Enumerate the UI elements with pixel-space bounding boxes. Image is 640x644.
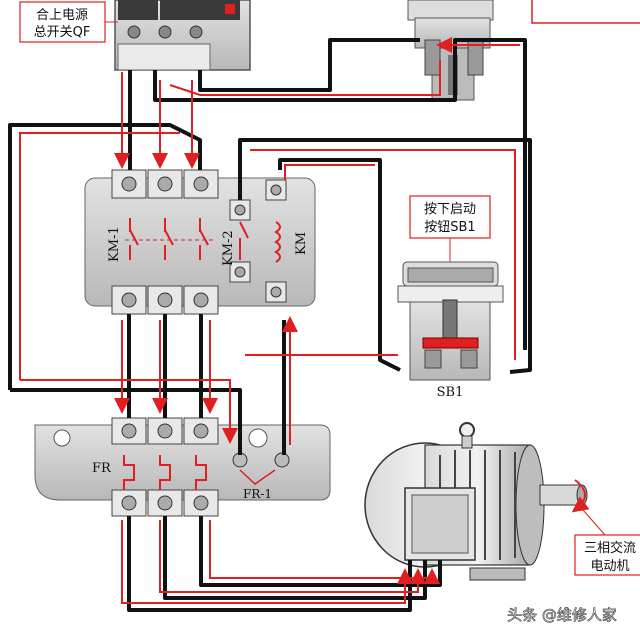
watermark-text: 头条 @维修人家 (507, 606, 617, 624)
km1-label: KM-1 (107, 226, 122, 262)
km2-label: KM-2 (221, 230, 236, 266)
km-label: KM (294, 232, 309, 255)
contactor-km: KM-1 KM-2 KM (84, 169, 316, 315)
stop-button-callout (531, 0, 640, 24)
stop-button (407, 0, 494, 101)
motor-callout: 三相交流 电动机 (574, 509, 640, 576)
motor-callout-line1: 三相交流 (584, 540, 636, 556)
black-wires (8, 38, 532, 612)
start-button-sb1: SB1 (397, 261, 504, 400)
watermark: 头条 @维修人家 (507, 606, 617, 625)
motor-callout-line2: 电动机 (590, 559, 629, 574)
fr1-label: FR-1 (243, 487, 272, 501)
qf-callout-line1: 合上电源 (36, 8, 88, 23)
sb1-callout-line1: 按下启动 (424, 202, 476, 217)
qf-callout: 合上电源 总开关QF (19, 1, 118, 43)
sb1-label: SB1 (437, 385, 464, 400)
red-wires (19, 37, 520, 604)
motor (364, 422, 590, 581)
qf-breaker (114, 0, 251, 71)
qf-callout-line2: 总开关QF (34, 25, 91, 40)
sb1-callout: 按下启动 按钮SB1 (409, 195, 491, 262)
sb1-callout-line2: 按钮SB1 (424, 220, 475, 235)
fr-label: FR (92, 461, 112, 476)
